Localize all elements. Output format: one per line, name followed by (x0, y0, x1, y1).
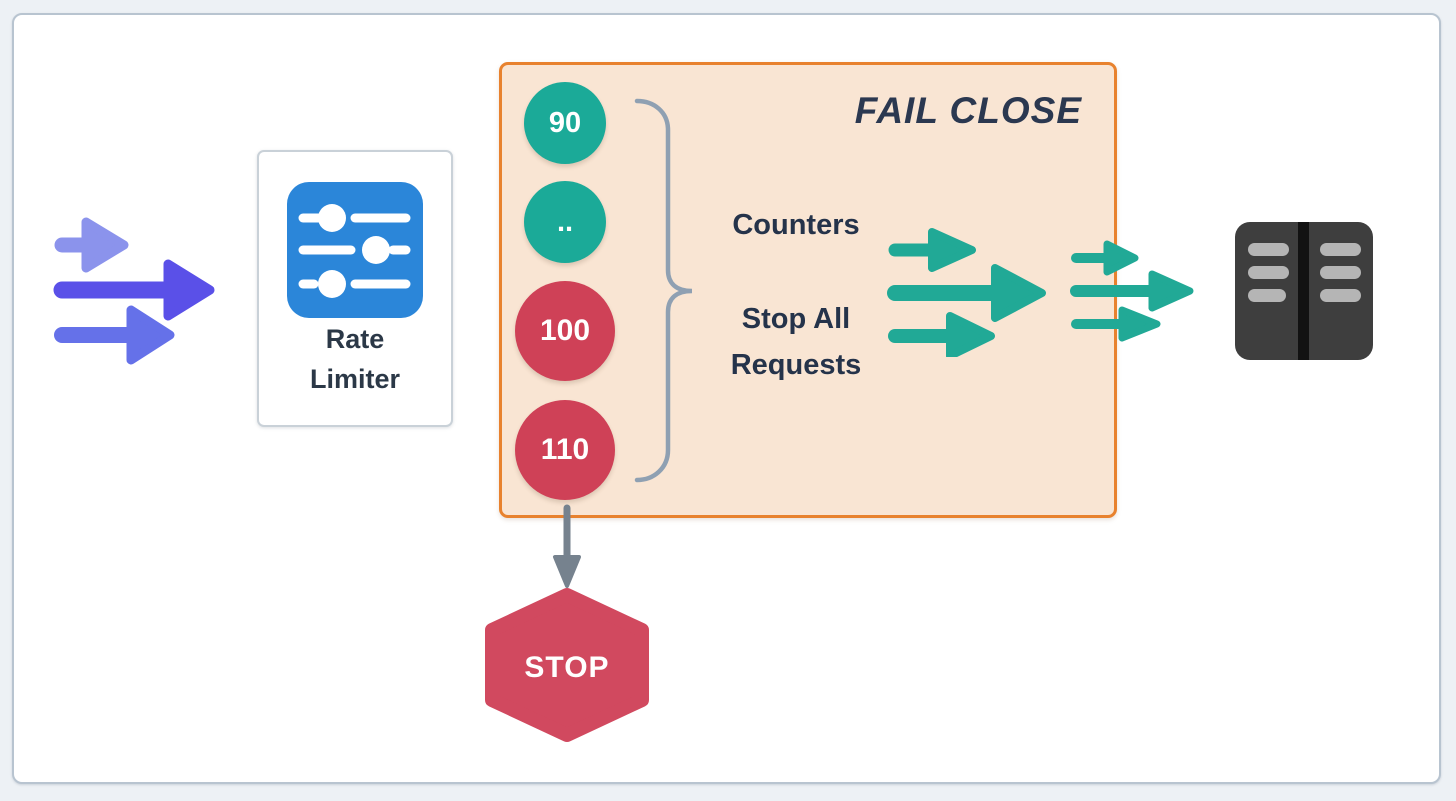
stop-hexagon-icon (485, 588, 649, 742)
rate-limiter-label-line1: Rate (325, 324, 385, 354)
rate-limiter-label: Rate Limiter (259, 319, 451, 399)
throttled-requests-arrows-icon (887, 228, 1046, 357)
counter-circle-dots: .. (524, 181, 606, 263)
rate-limiter-label-line2: Limiter (309, 364, 401, 394)
rate-limiter-sliders-icon (287, 182, 423, 318)
counter-circle-90: 90 (524, 82, 606, 164)
fail-close-title: FAIL CLOSE (854, 90, 1082, 131)
counter-circle-110: 110 (515, 400, 615, 500)
counter-value: 90 (548, 106, 582, 139)
stop-all-label-line1: Stop All (741, 303, 851, 335)
counter-value: 110 (540, 433, 590, 466)
counters-label: Counters (732, 209, 860, 241)
stop-all-requests-label: Stop All Requests (696, 296, 896, 388)
grouping-brace-icon (634, 98, 693, 483)
rate-limiter-node: Rate Limiter (257, 150, 453, 427)
outgoing-requests-arrows-icon (1070, 240, 1194, 342)
server-icon (1235, 222, 1373, 360)
stop-all-label-line2: Requests (730, 349, 862, 381)
fail-close-box: FAIL CLOSE 90 .. 100 110 Counters Stop A… (499, 62, 1117, 518)
counter-value: 100 (539, 314, 591, 347)
incoming-requests-arrows-icon (53, 217, 215, 365)
down-arrow-icon (553, 504, 581, 588)
counter-circle-100: 100 (515, 281, 615, 381)
counter-value: .. (556, 205, 574, 238)
